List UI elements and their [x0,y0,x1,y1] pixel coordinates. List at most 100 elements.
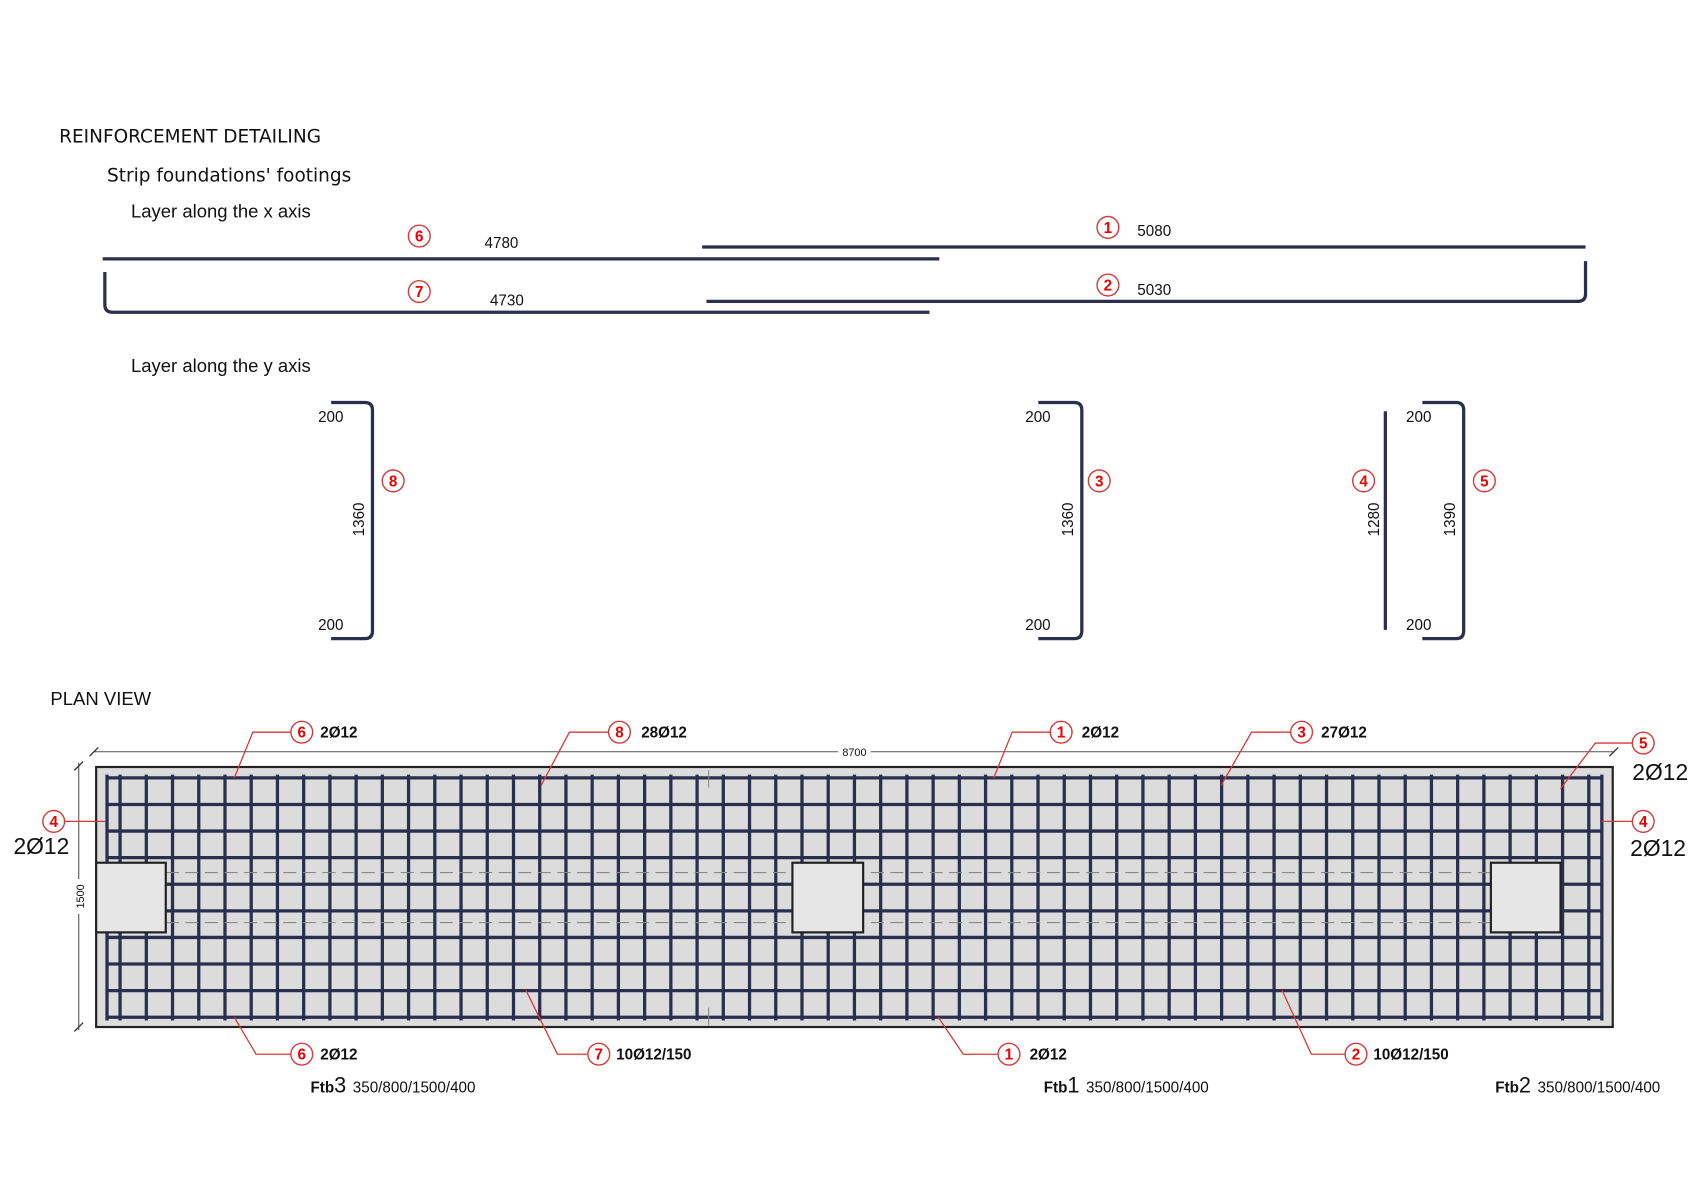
hook-bottom: 200 [1406,617,1431,634]
marker-circle [290,720,314,744]
footing-spec: 350/800/1500/400 [1538,1079,1661,1096]
column-ftb2 [1489,861,1562,934]
marker-circle [1631,731,1655,755]
bar-length: 1390 [1442,502,1459,536]
bar-length: 5030 [1137,282,1171,299]
callout-text: 10Ø12/150 [1373,1047,1448,1064]
marker-circle [381,469,405,493]
callout-text: 28Ø12 [641,725,687,742]
marker-label: 4 [1359,473,1368,490]
subtitle: Strip foundations' footings [107,166,351,187]
x-layer-heading: Layer along the x axis [131,201,311,222]
marker-circle [607,720,632,744]
callout-text: 2Ø12 [320,725,357,742]
bar-6: 6 4780 [102,224,940,261]
y-layer-heading: Layer along the y axis [131,355,311,376]
callout-3-top: 3 27Ø12 [1220,720,1367,786]
drawing-title: REINFORCEMENT DETAILING [59,127,321,148]
footing-label-ftb2: Ftb2 350/800/1500/400 [1495,1072,1660,1097]
marker-circle [1631,809,1655,833]
width-dim-label: 1500 [75,884,87,908]
marker-circle [1352,469,1376,493]
callout-1-top: 1 2Ø12 [993,720,1119,779]
marker-label: 1 [1104,220,1113,237]
marker-label: 5 [1639,736,1648,753]
bar-length: 1360 [351,502,368,536]
callout-2-bottom: 2 10Ø12/150 [1281,989,1449,1066]
bar-length: 4730 [490,293,524,310]
dimension-label-bg [72,879,86,914]
footing-label-ftb3: Ftb3 350/800/1500/400 [310,1072,475,1097]
leader-line [540,731,609,786]
footing-spec: 350/800/1500/400 [1086,1079,1209,1096]
callout-text: 2Ø12 [1632,759,1688,785]
hook-top: 200 [318,409,343,426]
leader-line [1220,731,1291,786]
marker-circle [1289,720,1314,744]
marker-circle [407,224,431,248]
callout-4-left: 4 2Ø12 [13,809,106,859]
callout-text: 2Ø12 [1082,725,1119,742]
marker-label: 2 [1104,277,1112,294]
marker-label: 6 [415,229,423,246]
dimension-ticks [89,746,1619,757]
leader-line [993,731,1051,779]
bar-length: 1360 [1060,502,1077,536]
marker-label: 3 [1095,473,1103,490]
bar-2: 2 5030 [706,261,1588,303]
bar-7: 7 4730 [103,271,930,314]
rebar-mesh [105,774,1604,1021]
bar-4: 1280 4 [1352,411,1387,630]
bar-length: 1280 [1366,502,1383,536]
callout-text: 27Ø12 [1321,725,1367,742]
leader-line [233,1016,291,1055]
callout-text: 2Ø12 [1630,835,1686,861]
marker-label: 7 [595,1047,603,1064]
callout-text: 2Ø12 [1030,1047,1067,1064]
column-ftb1 [791,861,865,934]
callout-text: 10Ø12/150 [616,1047,691,1064]
marker-circle [587,1042,611,1066]
callout-6-top: 6 2Ø12 [233,720,357,779]
bar-2-line [706,261,1588,303]
footing-number: 2 [1519,1072,1531,1097]
marker-circle [1344,1042,1368,1066]
marker-circle [1096,273,1120,297]
footing-prefix: Ftb [310,1079,334,1096]
footing-spec: 350/800/1500/400 [353,1079,476,1096]
length-dimension: 8700 [89,744,1619,759]
marker-circle [1087,469,1111,493]
marker-label: 5 [1480,473,1489,490]
marker-circle [997,1042,1021,1066]
callout-6-bottom: 6 2Ø12 [233,1016,357,1066]
dimension-label-bg [838,744,871,758]
hook-bottom: 200 [1025,617,1050,634]
leader-line [525,989,588,1055]
width-dimension: 1500 [72,761,87,1032]
callout-5-top: 5 2Ø12 [1559,731,1688,790]
bar-8: 200 200 1360 8 [318,400,405,641]
marker-circle [1096,215,1120,239]
marker-label: 2 [1352,1047,1360,1064]
leader-line [233,731,291,779]
marker-label: 8 [389,473,397,490]
bar-3: 200 200 1360 3 [1025,400,1111,641]
bar-7-line [103,271,930,314]
marker-label: 4 [1639,814,1648,831]
axis-lines [165,871,1491,924]
hook-top: 200 [1025,409,1050,426]
leader-line [1281,989,1346,1055]
bar-3-line [1038,400,1084,641]
bar-5-line [1422,400,1466,641]
bar-8-line [331,400,375,641]
footing-prefix: Ftb [1044,1079,1068,1096]
footing-number: 3 [334,1072,346,1097]
marker-label: 6 [298,725,306,742]
column-ftb3 [95,861,167,934]
plan-view-heading: PLAN VIEW [50,688,151,709]
footing-prefix: Ftb [1495,1079,1519,1096]
marker-circle [1472,469,1496,493]
